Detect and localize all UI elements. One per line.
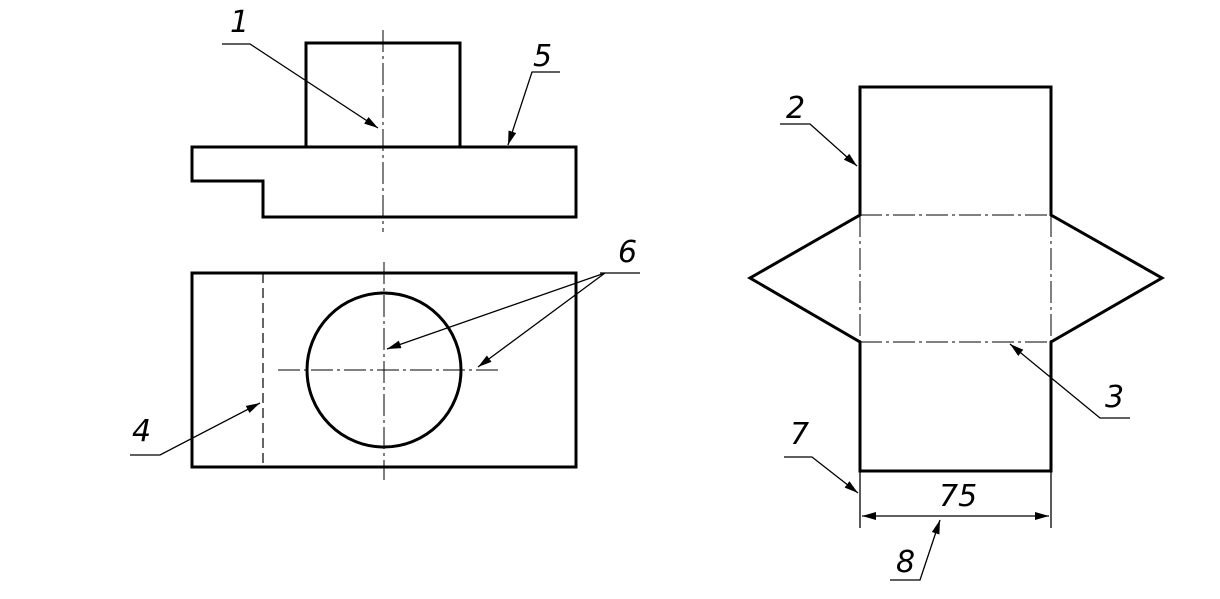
callout-4-leader: [130, 402, 261, 456]
callout-6: 6: [386, 235, 640, 368]
callout-4: 4: [130, 402, 261, 456]
callout-4-label: 4: [132, 414, 151, 449]
callout-3: 3: [1009, 343, 1130, 419]
callout-6-leader-circle: [477, 272, 606, 368]
callout-5-leader: [507, 71, 560, 146]
callout-1-leader: [222, 43, 379, 129]
callout-3-label: 3: [1105, 380, 1124, 415]
development-view: [746, 85, 1166, 473]
callout-2: 2: [780, 91, 858, 167]
callout-2-leader: [780, 123, 858, 167]
callout-7-leader: [784, 456, 859, 494]
callout-7-label: 7: [790, 417, 809, 452]
net-outline: [746, 85, 1166, 473]
callout-6-label: 6: [618, 235, 637, 270]
front-view-outline: [190, 145, 578, 219]
callout-3-leader: [1009, 343, 1130, 419]
dimension-75: 75: [859, 471, 1052, 528]
callout-1-label: 1: [230, 5, 249, 40]
callout-5-label: 5: [533, 39, 552, 74]
callout-6-leader-center: [386, 272, 606, 350]
callout-8: 8: [890, 519, 941, 581]
front-view: [190, 30, 578, 232]
callout-8-label: 8: [896, 545, 915, 580]
callout-8-leader: [890, 519, 941, 581]
dimension-value: 75: [939, 479, 977, 514]
callout-7: 7: [784, 417, 859, 494]
callout-5: 5: [507, 39, 560, 146]
top-view: [190, 262, 578, 480]
callout-1: 1: [222, 5, 379, 129]
callout-2-label: 2: [786, 91, 805, 126]
